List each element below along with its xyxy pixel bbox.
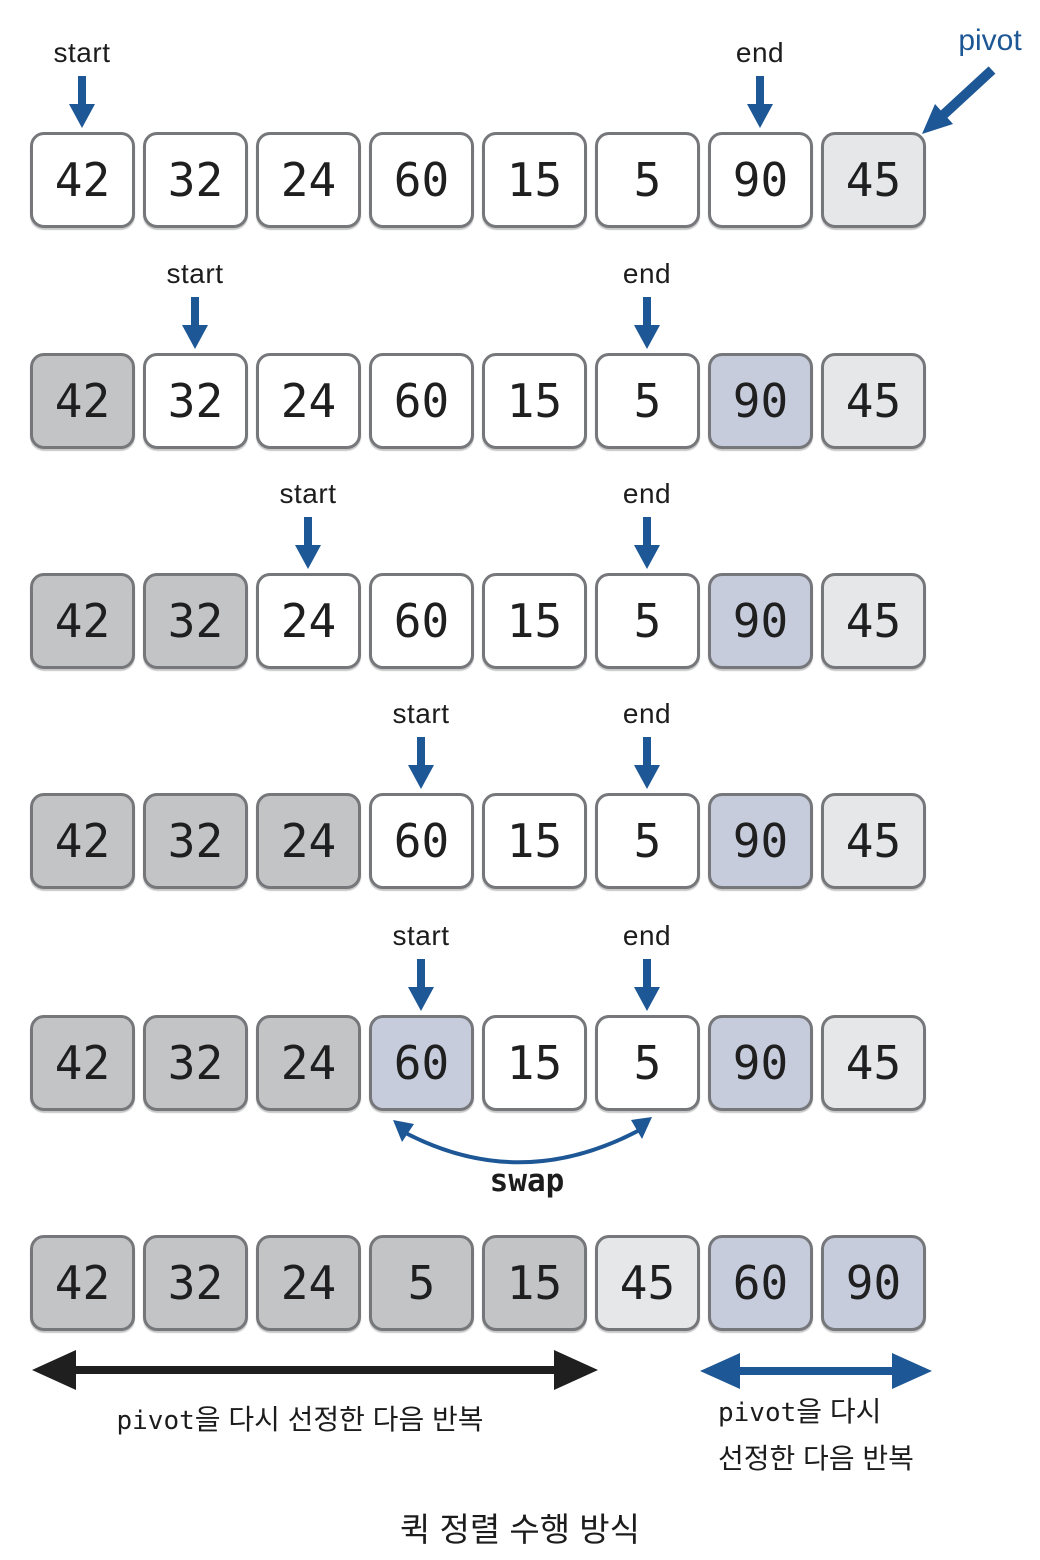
end-pointer-row2: end bbox=[587, 245, 707, 349]
array-cell: 32 bbox=[143, 132, 248, 228]
down-arrow-icon bbox=[69, 76, 95, 128]
array-cell: 45 bbox=[595, 1235, 700, 1331]
array-cell: 42 bbox=[30, 573, 135, 669]
down-arrow-icon bbox=[295, 517, 321, 569]
array-cell: 5 bbox=[595, 573, 700, 669]
array-row-1: 42 32 24 60 15 5 90 45 bbox=[30, 132, 926, 228]
array-cell: 24 bbox=[256, 573, 361, 669]
end-label: end bbox=[735, 37, 785, 68]
array-cell: 5 bbox=[595, 132, 700, 228]
swap-label: swap bbox=[489, 1163, 565, 1199]
pivot-arrow-icon bbox=[922, 66, 996, 134]
right-partition-label-line2: 선정한 다음 반복 bbox=[718, 1443, 914, 1474]
array-cell-pivot: 45 bbox=[821, 132, 926, 228]
array-cell: 15 bbox=[482, 793, 587, 889]
array-cell: 60 bbox=[369, 573, 474, 669]
array-cell: 5 bbox=[595, 353, 700, 449]
right-partition-label-line1: pivot을 다시 bbox=[718, 1396, 1018, 1428]
array-cell: 60 bbox=[708, 1235, 813, 1331]
array-cell: 42 bbox=[30, 132, 135, 228]
down-arrow-icon bbox=[408, 959, 434, 1011]
array-cell: 90 bbox=[708, 132, 813, 228]
array-cell-swap-a: 60 bbox=[369, 1015, 474, 1111]
pivot-label: pivot bbox=[958, 24, 1022, 57]
array-cell: 42 bbox=[30, 353, 135, 449]
array-cell: 24 bbox=[256, 1235, 361, 1331]
start-pointer-row2: start bbox=[135, 245, 255, 349]
array-cell: 32 bbox=[143, 1235, 248, 1331]
start-label: start bbox=[392, 920, 450, 951]
right-partition-label-line1-rest: 을 다시 bbox=[796, 1396, 882, 1427]
start-pointer-row1: start bbox=[22, 24, 142, 128]
array-cell: 15 bbox=[482, 573, 587, 669]
array-cell: 32 bbox=[143, 793, 248, 889]
array-cell: 90 bbox=[708, 353, 813, 449]
array-cell: 42 bbox=[30, 1235, 135, 1331]
right-partition-arrow-icon bbox=[700, 1353, 932, 1389]
array-cell: 24 bbox=[256, 353, 361, 449]
end-pointer-row4: end bbox=[587, 685, 707, 789]
left-partition-label: pivot을 다시 선정한 다음 반복 bbox=[40, 1398, 560, 1438]
array-cell: 60 bbox=[369, 793, 474, 889]
end-pointer-row3: end bbox=[587, 465, 707, 569]
array-cell: 15 bbox=[482, 132, 587, 228]
array-cell: 15 bbox=[482, 353, 587, 449]
array-row-5: 42 32 24 60 15 5 90 45 bbox=[30, 1015, 926, 1111]
array-cell: 32 bbox=[143, 573, 248, 669]
array-cell: 90 bbox=[821, 1235, 926, 1331]
array-cell: 24 bbox=[256, 793, 361, 889]
down-arrow-icon bbox=[634, 517, 660, 569]
array-cell: 60 bbox=[369, 353, 474, 449]
array-cell-pivot: 45 bbox=[821, 793, 926, 889]
array-cell: 90 bbox=[708, 1015, 813, 1111]
array-cell: 15 bbox=[482, 1235, 587, 1331]
start-label: start bbox=[392, 698, 450, 729]
start-pointer-row3: start bbox=[248, 465, 368, 569]
array-cell: 5 bbox=[595, 793, 700, 889]
array-cell: 60 bbox=[369, 132, 474, 228]
end-label: end bbox=[622, 920, 672, 951]
array-row-3: 42 32 24 60 15 5 90 45 bbox=[30, 573, 926, 669]
array-row-2: 42 32 24 60 15 5 90 45 bbox=[30, 353, 926, 449]
left-partition-label-pivot: pivot bbox=[116, 1406, 195, 1436]
end-label: end bbox=[622, 478, 672, 509]
start-pointer-row4: start bbox=[361, 685, 481, 789]
array-cell: 24 bbox=[256, 1015, 361, 1111]
start-label: start bbox=[166, 258, 224, 289]
array-cell-pivot: 45 bbox=[821, 1015, 926, 1111]
down-arrow-icon bbox=[182, 297, 208, 349]
array-cell: 90 bbox=[708, 573, 813, 669]
down-arrow-icon bbox=[634, 737, 660, 789]
down-arrow-icon bbox=[408, 737, 434, 789]
end-pointer-row1: end bbox=[700, 24, 820, 128]
array-cell: 5 bbox=[369, 1235, 474, 1331]
left-partition-arrow-icon bbox=[32, 1350, 598, 1390]
end-pointer-row5: end bbox=[587, 907, 707, 1011]
down-arrow-icon bbox=[747, 76, 773, 128]
array-cell-swap-b: 5 bbox=[595, 1015, 700, 1111]
array-cell: 15 bbox=[482, 1015, 587, 1111]
left-partition-label-rest: 을 다시 선정한 다음 반복 bbox=[194, 1404, 484, 1435]
figure-caption: 퀵 정렬 수행 방식 bbox=[399, 1511, 641, 1548]
array-row-4: 42 32 24 60 15 5 90 45 bbox=[30, 793, 926, 889]
array-cell: 42 bbox=[30, 1015, 135, 1111]
swap-arc-icon bbox=[393, 1117, 652, 1165]
end-label: end bbox=[622, 258, 672, 289]
end-label: end bbox=[622, 698, 672, 729]
array-cell-pivot: 45 bbox=[821, 573, 926, 669]
array-row-6: 42 32 24 5 15 45 60 90 bbox=[30, 1235, 926, 1331]
right-partition-label-pivot: pivot bbox=[718, 1398, 797, 1428]
down-arrow-icon bbox=[634, 959, 660, 1011]
array-cell: 24 bbox=[256, 132, 361, 228]
down-arrow-icon bbox=[634, 297, 660, 349]
start-label: start bbox=[53, 37, 111, 68]
array-cell: 90 bbox=[708, 793, 813, 889]
start-label: start bbox=[279, 478, 337, 509]
right-partition-label: pivot을 다시 선정한 다음 반복 bbox=[718, 1398, 1018, 1473]
start-pointer-row5: start bbox=[361, 907, 481, 1011]
array-cell: 32 bbox=[143, 353, 248, 449]
array-cell: 32 bbox=[143, 1015, 248, 1111]
array-cell-pivot: 45 bbox=[821, 353, 926, 449]
array-cell: 42 bbox=[30, 793, 135, 889]
